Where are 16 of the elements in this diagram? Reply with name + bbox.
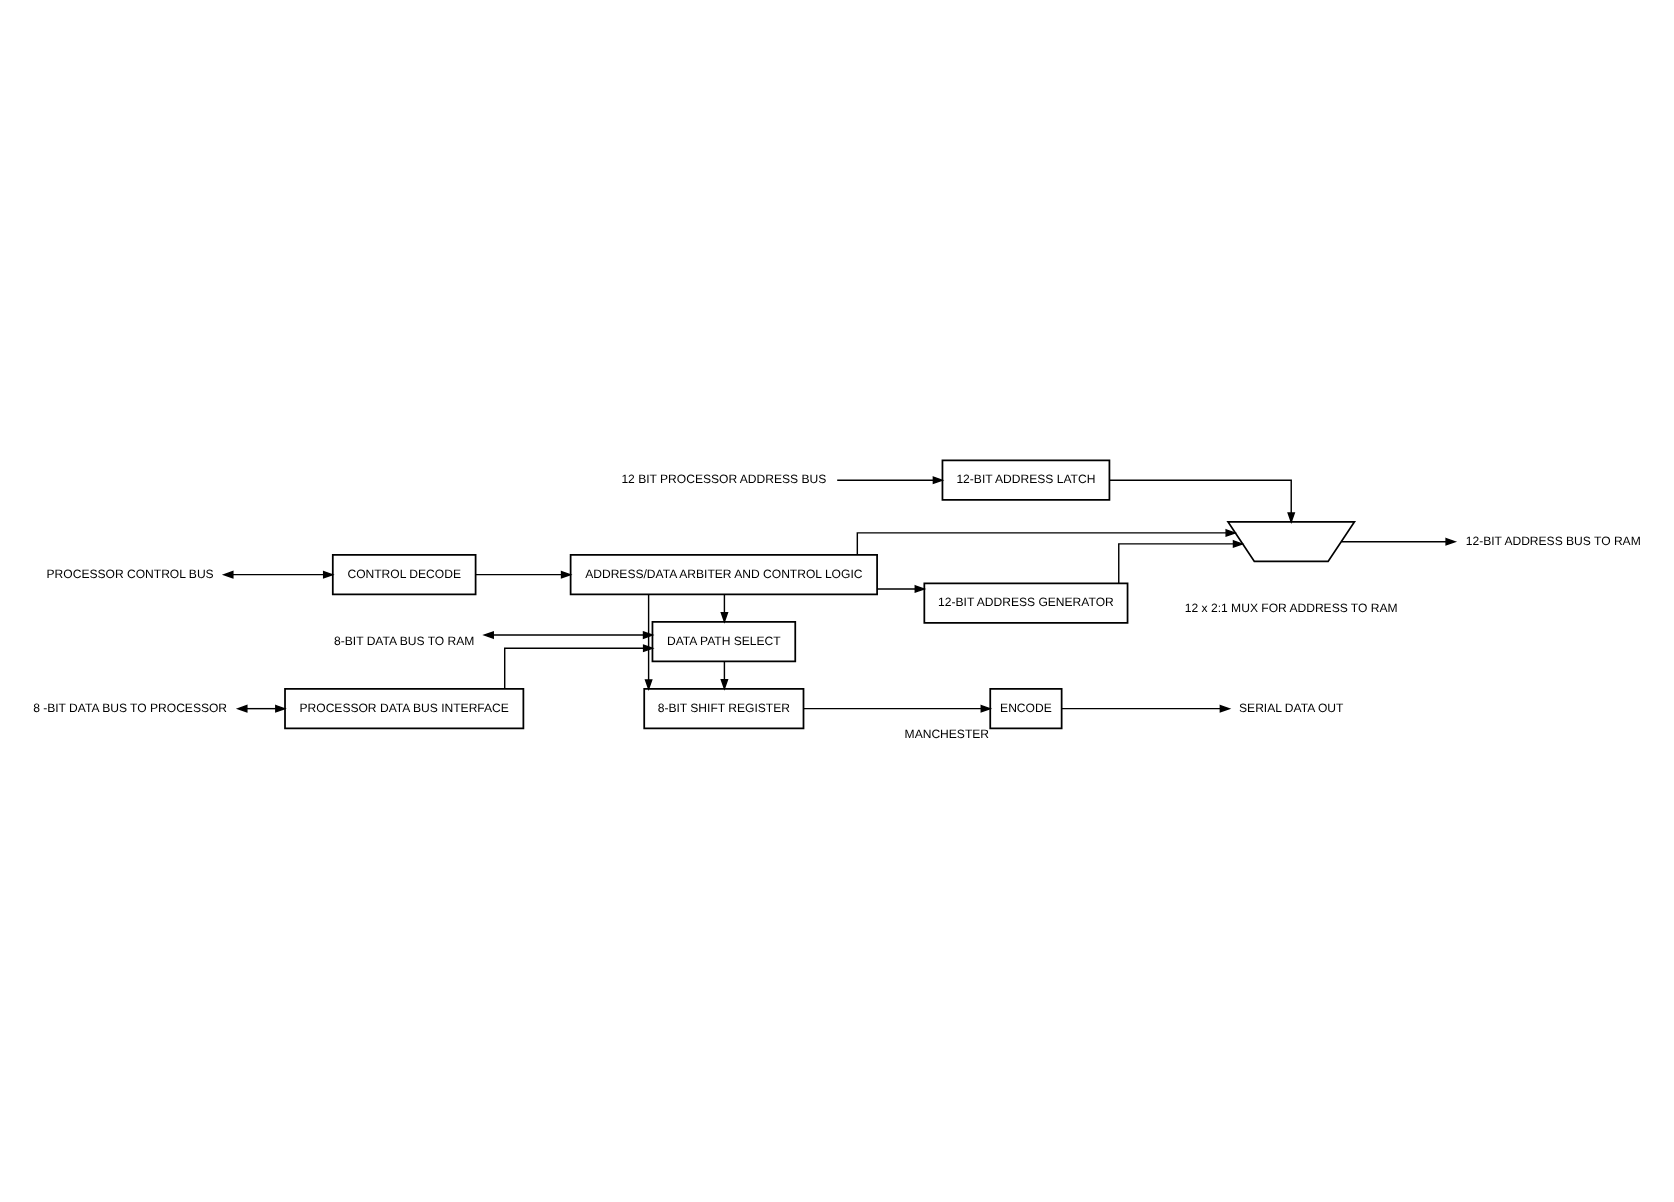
arrow [1340, 537, 1458, 546]
arrow [235, 704, 287, 713]
arrow [644, 593, 653, 691]
arrow [475, 570, 573, 579]
arrow [1108, 479, 1296, 525]
arrow [802, 704, 993, 713]
arrow [836, 476, 945, 485]
arrow [504, 644, 655, 690]
arrow [856, 528, 1238, 556]
arrow [720, 661, 729, 691]
arrow [876, 584, 927, 593]
arrow [1061, 704, 1232, 713]
arrow [482, 630, 655, 640]
arrow [221, 570, 335, 579]
arrow [720, 594, 729, 624]
arrow [1118, 539, 1245, 584]
